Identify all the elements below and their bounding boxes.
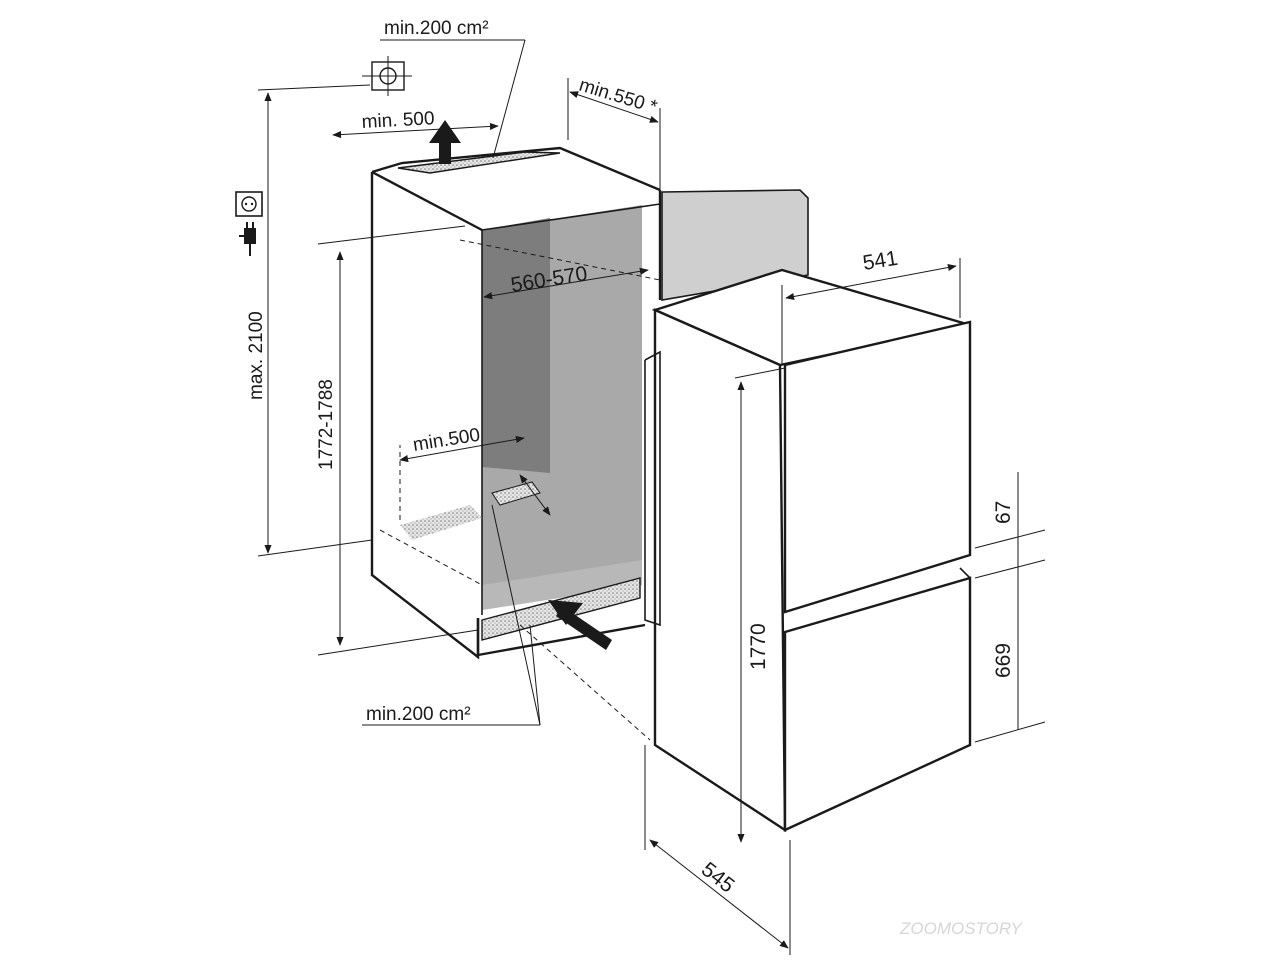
label-lower-door: 669 [992,643,1015,678]
leader-bottom-area-b [529,624,541,726]
dim-niche-width [483,267,649,300]
niche-left-edge [370,172,480,660]
label-niche-height: 1772-1788 [316,379,337,470]
dim-inner-depth [519,474,551,516]
niche-top-inner [371,170,483,232]
lower-door [783,576,972,832]
dim-inner-width [399,435,525,463]
ext-niche-top [317,225,466,245]
ventilation-symbol-icon [362,56,412,96]
dim-top-vent-width [332,122,499,139]
ext-top [257,84,371,91]
ext-niche-bottom [317,629,479,656]
dim-appliance-width [785,263,957,301]
niche-top-edge [371,146,661,192]
leader-bottom-area-a [491,504,541,726]
dim-appliance-depth [649,839,789,949]
door-gap-line [959,567,971,579]
mounting-strip [644,350,661,627]
top-vent-slot [397,151,561,174]
label-door-gap: 67 [992,501,1015,524]
ext-67-bottom [974,559,1046,579]
airflow-up-arrow-icon [429,120,461,164]
niche-floor [482,560,642,610]
label-vent-bottom-area: min.200 cm² [366,704,471,725]
upper-door [783,320,972,614]
power-plug-icon [239,222,256,256]
label-appliance-height: 1770 [747,623,770,670]
leader-top-area [492,39,526,159]
label-max-height: max. 2100 [246,311,267,400]
dim-depth-top [569,91,659,123]
ext-669-bottom [974,721,1046,743]
power-socket-icon [235,191,263,217]
hidden-edge-1 [379,529,483,586]
hidden-edge-4 [519,624,651,741]
niche-inner-top [481,203,661,231]
refrigerator-appliance [644,268,972,833]
appliance-side [653,308,787,833]
ext-67-top [974,529,1046,549]
watermark: ZOOMOSTORY [899,919,1024,938]
label-vent-top-area: min.200 cm² [384,18,489,39]
label-vent-top-width: min. 500 [361,108,435,133]
label-appliance-width: 541 [861,247,899,275]
label-appliance-depth: 545 [697,858,739,898]
label-depth-top: min.550 * [577,75,660,119]
dimension-lines [257,39,1046,955]
ext-bottom [257,539,373,557]
ext-1770-top [734,367,786,379]
airflow-in-arrow-icon [548,600,612,650]
floor-vent-area [400,505,482,540]
